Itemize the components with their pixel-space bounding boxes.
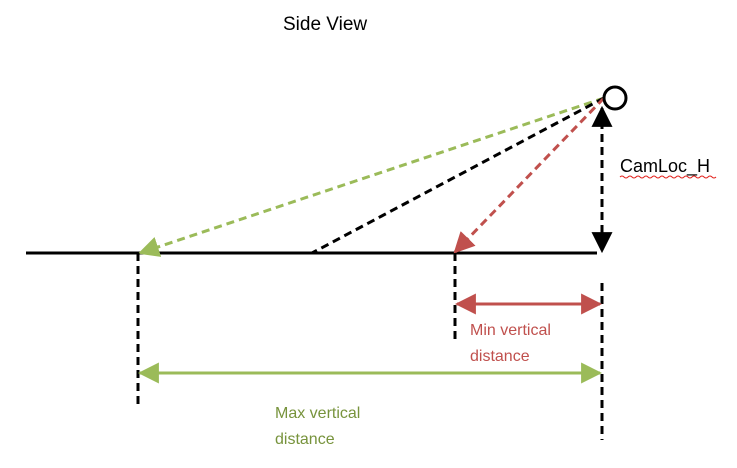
min-vertical-distance-label: Min vertical distance [470,322,555,365]
max-label-line-1: Max vertical [275,405,360,422]
spellcheck-underline [619,175,717,179]
min-distance-ray [453,96,606,254]
diagram-title: Side View [283,14,367,35]
max-distance-ray [138,96,605,257]
camera-circle-icon [602,85,628,111]
min-label-line-1: Min vertical [470,322,551,339]
camera-height-label: CamLoc_H [620,156,710,177]
min-label-line-2: distance [470,348,530,365]
max-label-line-2: distance [275,431,335,448]
center-ray [311,96,605,255]
max-vertical-distance-label: Max vertical distance [275,405,365,448]
